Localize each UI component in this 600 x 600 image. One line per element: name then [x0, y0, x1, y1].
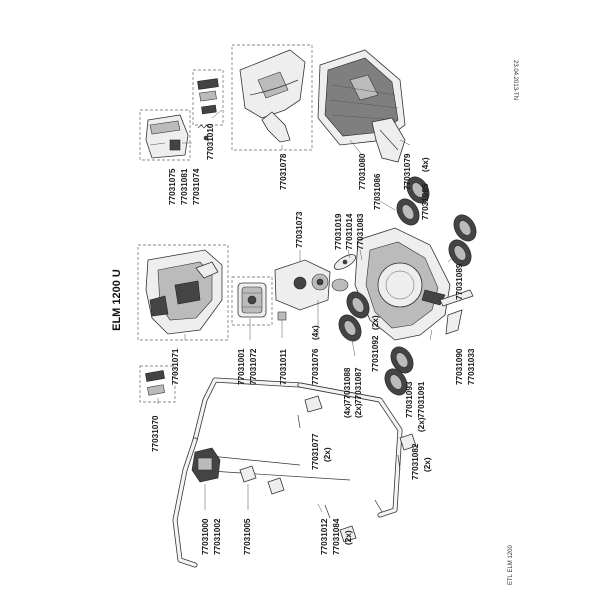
part-number: 77031081 [180, 168, 189, 205]
switch-box-part [191, 447, 221, 483]
handle-bar-part [172, 377, 403, 568]
leader-lines [157, 109, 457, 513]
wheel-front-2 [396, 198, 420, 226]
part-number: 77031083 [356, 213, 365, 250]
wheel-front-4 [448, 239, 472, 267]
fan-part [331, 278, 349, 292]
part-number: 77031010 [206, 123, 215, 160]
group-box-77031072 [231, 276, 273, 326]
group-box-77031070 [139, 365, 176, 403]
part-number: 77031019 [334, 213, 343, 250]
knob-77031084-part [267, 477, 331, 519]
catcher-frame-part [371, 117, 406, 163]
group-box-77031075 [139, 109, 191, 161]
knob-77031077-part [297, 395, 323, 429]
part-number: 77031090 [455, 348, 464, 385]
part-number: 77031087 [354, 367, 363, 404]
part-number: 77031073 [295, 211, 304, 248]
part-number: 77031085 [421, 183, 430, 220]
wheel-rear-1 [338, 314, 362, 342]
cable-holder-part [145, 370, 165, 396]
wheel-rear-2 [346, 291, 370, 319]
part-number: 77031011 [279, 349, 288, 385]
part-number: 77031000 [201, 518, 210, 555]
part-number: 77031082 [411, 443, 420, 480]
spring-part [197, 124, 211, 141]
part-quantity: (4x) [343, 403, 352, 418]
part-number: 77031074 [192, 168, 201, 205]
part-number: 77031089 [455, 263, 464, 300]
motor-mount-part [274, 259, 331, 311]
part-quantity: (2x) [323, 447, 332, 462]
part-number: 77031033 [467, 348, 476, 385]
part-quantity: (2x) [344, 530, 353, 545]
part-number: 77031014 [345, 213, 354, 250]
footer-reference: ETL ELM 1200 [508, 545, 514, 585]
part-number: 77031079 [403, 153, 412, 190]
control-box-part [145, 114, 189, 159]
document-title: ELM 1200 U [111, 269, 123, 331]
part-number: 77031088 [343, 367, 352, 404]
part-quantity: (2x) [371, 315, 380, 330]
part-number: 77031012 [320, 518, 329, 555]
part-number: 77031076 [311, 348, 320, 385]
grass-catcher-cover-part [239, 49, 306, 143]
blade-part [333, 254, 357, 270]
part-number: 77031002 [213, 518, 222, 555]
part-number: 77031080 [358, 153, 367, 190]
cable-clip-part [277, 311, 287, 321]
part-number: 77031071 [171, 348, 180, 385]
part-number: 77031091 [417, 381, 426, 418]
part-number: 77031005 [243, 518, 252, 555]
wheel-rear-4 [384, 368, 408, 396]
part-number: 77031093 [405, 381, 414, 418]
motor-part [237, 282, 267, 318]
date-code: 23.04.2013-TN [512, 60, 518, 100]
axle-bar-part [439, 289, 474, 335]
part-quantity: (2x) [354, 403, 363, 418]
part-number: 77031084 [332, 518, 341, 555]
part-quantity: (4x) [421, 157, 430, 172]
clamp-77031012-part [339, 499, 383, 543]
part-number: 77031086 [373, 173, 382, 210]
wheel-front-1 [406, 176, 430, 204]
group-box-77031078 [231, 44, 313, 151]
wheel-rear-3 [390, 346, 414, 374]
wheel-front-3 [453, 214, 477, 242]
mower-deck-part [354, 227, 451, 341]
part-number: 77031070 [151, 415, 160, 452]
part-number: 77031075 [168, 168, 177, 205]
knob-77031082-part [397, 433, 417, 471]
rear-housing-part [145, 249, 223, 335]
part-number: 77031077 [311, 433, 320, 470]
part-number: 77031001 [237, 348, 246, 385]
part-quantity: (4x) [311, 325, 320, 340]
knob-77031005-part [239, 465, 257, 483]
part-number: 77031078 [279, 153, 288, 190]
group-box-77031010 [192, 69, 224, 126]
part-quantity: (2x) [417, 417, 426, 432]
part-number: 77031072 [249, 348, 258, 385]
group-box-77031071 [137, 244, 229, 341]
part-number: 77031092 [371, 335, 380, 372]
switch-clip-part [197, 78, 219, 115]
part-quantity: (2x) [423, 457, 432, 472]
